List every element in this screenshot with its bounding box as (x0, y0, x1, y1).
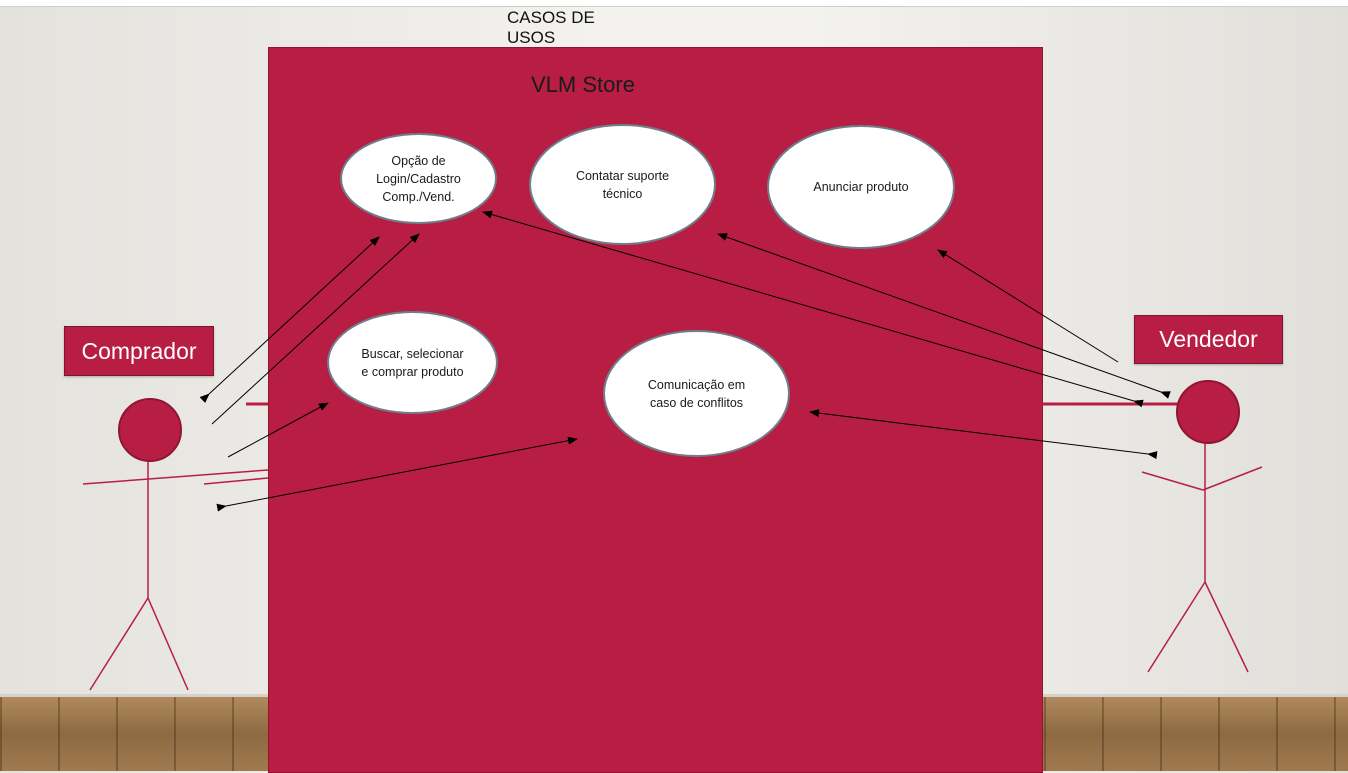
diagram-title: CASOS DE USOS (507, 8, 595, 47)
use-case-suporte-label: Contatar suporte técnico (575, 168, 670, 201)
slide-top-border (0, 0, 1348, 7)
use-case-login: Opção de Login/Cadastro Comp./Vend. (340, 133, 497, 224)
actor-label-comprador: Comprador (64, 326, 214, 376)
actor-vendedor-figure (1141, 380, 1263, 673)
use-case-login-label: Opção de Login/Cadastro Comp./Vend. (376, 153, 461, 204)
actor-comprador-figure (82, 398, 269, 691)
system-name: VLM Store (531, 72, 635, 97)
use-case-anunciar-label: Anunciar produto (813, 180, 909, 194)
association-arrows (199, 210, 1171, 512)
use-case-buscar-label: Buscar, selecionar e comprar produto (361, 346, 464, 379)
